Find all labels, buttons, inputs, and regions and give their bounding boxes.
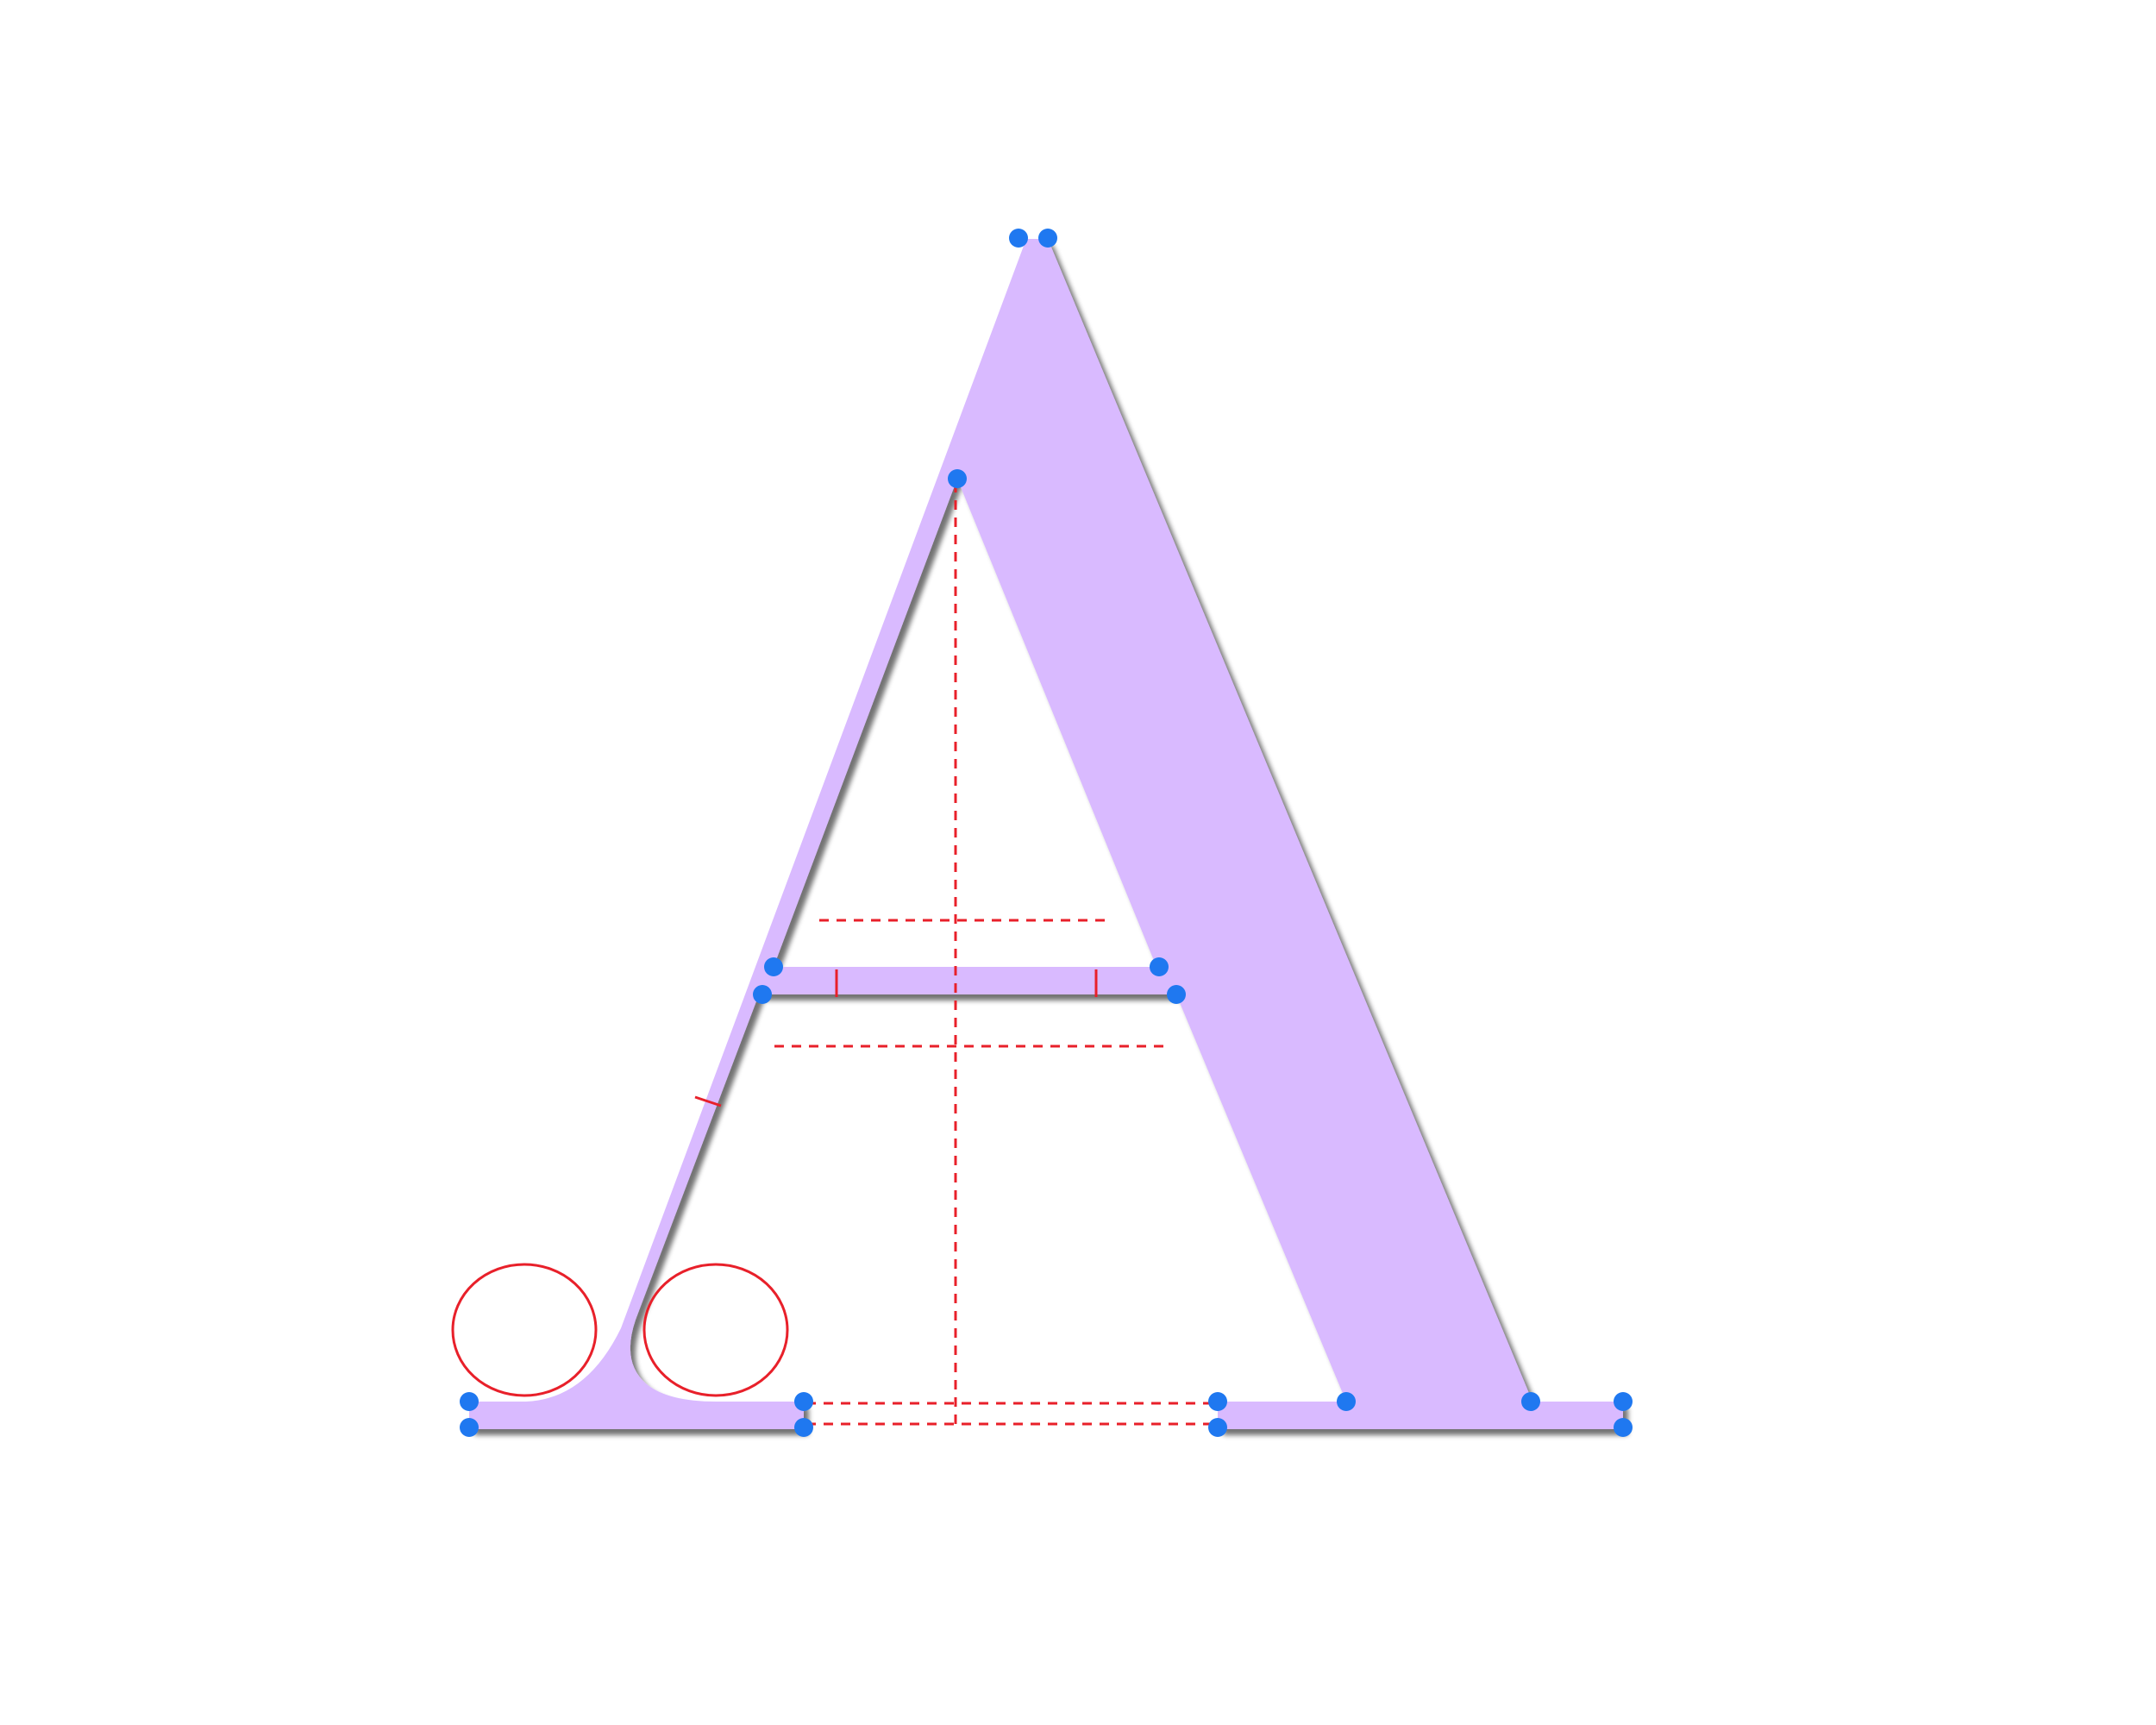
anchor-point[interactable] [1208, 1418, 1227, 1437]
anchor-point[interactable] [1337, 1392, 1356, 1411]
anchor-point[interactable] [1038, 229, 1057, 248]
anchor-point[interactable] [1167, 985, 1186, 1004]
left-stroke-tick [694, 1095, 722, 1107]
serif-bracket-circle-right [642, 1263, 789, 1397]
anchor-points [460, 229, 1633, 1437]
letter-a-glyph [469, 239, 1623, 1429]
anchor-point[interactable] [1009, 229, 1028, 248]
serif-bracket-circle-left [451, 1263, 598, 1397]
anchor-point[interactable] [460, 1392, 479, 1411]
anchor-point[interactable] [764, 957, 783, 976]
anchor-point[interactable] [948, 469, 967, 488]
anchor-point[interactable] [1614, 1392, 1633, 1411]
anchor-point[interactable] [794, 1392, 813, 1411]
anchor-point[interactable] [753, 985, 772, 1004]
anchor-point[interactable] [1614, 1418, 1633, 1437]
anchor-point[interactable] [794, 1418, 813, 1437]
anchor-point[interactable] [1150, 957, 1169, 976]
anchor-point[interactable] [460, 1418, 479, 1437]
construction-guides [451, 483, 1218, 1426]
anchor-point[interactable] [1521, 1392, 1540, 1411]
anchor-point[interactable] [1208, 1392, 1227, 1411]
